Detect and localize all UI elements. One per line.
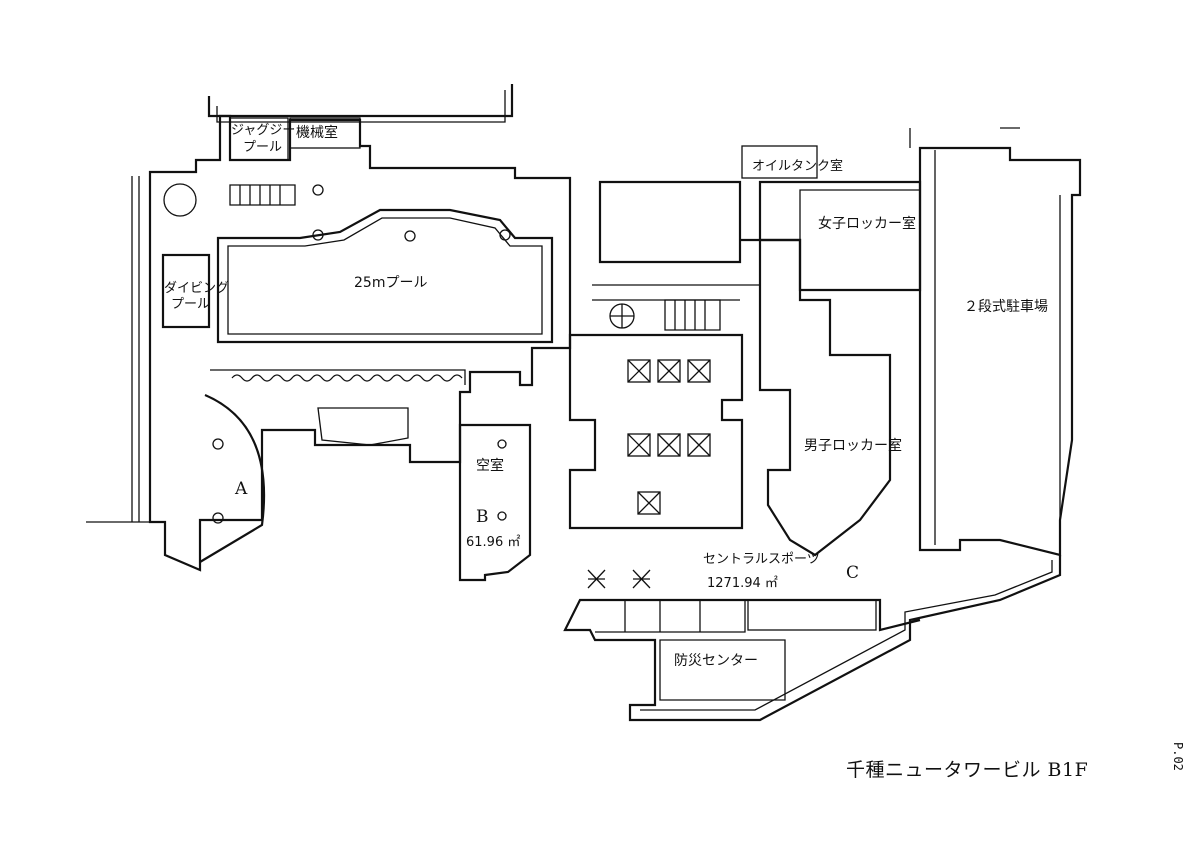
zone-a-column-2	[212, 512, 224, 524]
diving-pool-label: ダイビング	[164, 281, 230, 296]
pool-deck-line	[210, 369, 466, 385]
jacuzzi-room	[229, 117, 289, 161]
south-diagonal-wall	[563, 555, 1062, 722]
north-wall-inner	[216, 90, 506, 123]
zone-c-label: C	[846, 563, 860, 583]
spiral-column	[163, 183, 197, 217]
vacant-room-label: 空室	[476, 458, 504, 474]
east-block-outer	[758, 238, 892, 557]
pool-column-4	[312, 184, 324, 196]
parking-corner	[909, 127, 1020, 148]
diving-pool	[161, 253, 211, 329]
parking-outer-wall	[918, 146, 1082, 557]
zone-c-area: 1271.94 ㎡	[707, 576, 778, 591]
pool-column	[312, 229, 324, 241]
disaster-center-label: 防災センター	[674, 653, 758, 669]
elevator-group-north	[627, 359, 711, 383]
pool-bench	[317, 407, 409, 446]
north-wall-fragment	[207, 84, 514, 118]
jacuzzi-label-2: プール	[243, 140, 283, 155]
womens-locker-room	[799, 189, 921, 291]
zone-a-boundary	[199, 393, 266, 563]
machine-room	[289, 117, 361, 149]
revolving-door	[587, 569, 606, 589]
south-office-row	[595, 599, 746, 633]
south-office	[747, 599, 877, 631]
jacuzzi-label: ジャグジー	[231, 123, 296, 138]
spiral-stair	[609, 303, 635, 329]
pool-25m-label: 25mプール	[354, 275, 428, 291]
diving-pool-label-2: プール	[171, 297, 211, 312]
page-number: P.02	[1171, 742, 1185, 771]
zone-b-area: 61.96 ㎡	[466, 535, 521, 550]
zone-a-label: A	[235, 479, 248, 499]
pool-25m	[216, 208, 554, 344]
room-b	[458, 423, 532, 582]
south-diagonal-inner	[640, 560, 1053, 711]
zone-b-label: B	[476, 507, 489, 527]
plan-title: 千種ニュータワービル B1F	[846, 759, 1089, 781]
disaster-center-room	[659, 639, 786, 701]
oil-tank-room-label: オイルタンク室	[752, 159, 844, 174]
revolving-door-2	[632, 569, 651, 589]
parking-inner-line	[934, 150, 1061, 545]
zone-a-column	[212, 438, 224, 450]
room-b-column-2	[497, 511, 507, 521]
parking-label: ２段式駐車場	[964, 299, 1048, 315]
oil-tank-room	[741, 145, 818, 179]
stair-core	[664, 299, 721, 331]
central-core	[568, 333, 744, 530]
pool-column-3	[499, 229, 511, 241]
central-sports-label: セントラルスポーツ	[703, 552, 820, 567]
mens-locker-label: 男子ロッカー室	[804, 438, 902, 454]
stair-north	[229, 184, 296, 206]
room-b-column	[497, 439, 507, 449]
pool-edge-wave	[231, 374, 463, 382]
pool-25m-inner	[227, 217, 543, 335]
machine-room-label: 機械室	[296, 125, 338, 141]
womens-locker-label: 女子ロッカー室	[818, 216, 916, 232]
elevator-group-south	[627, 433, 711, 515]
pool-column-2	[404, 230, 416, 242]
corridor-north	[592, 284, 760, 301]
